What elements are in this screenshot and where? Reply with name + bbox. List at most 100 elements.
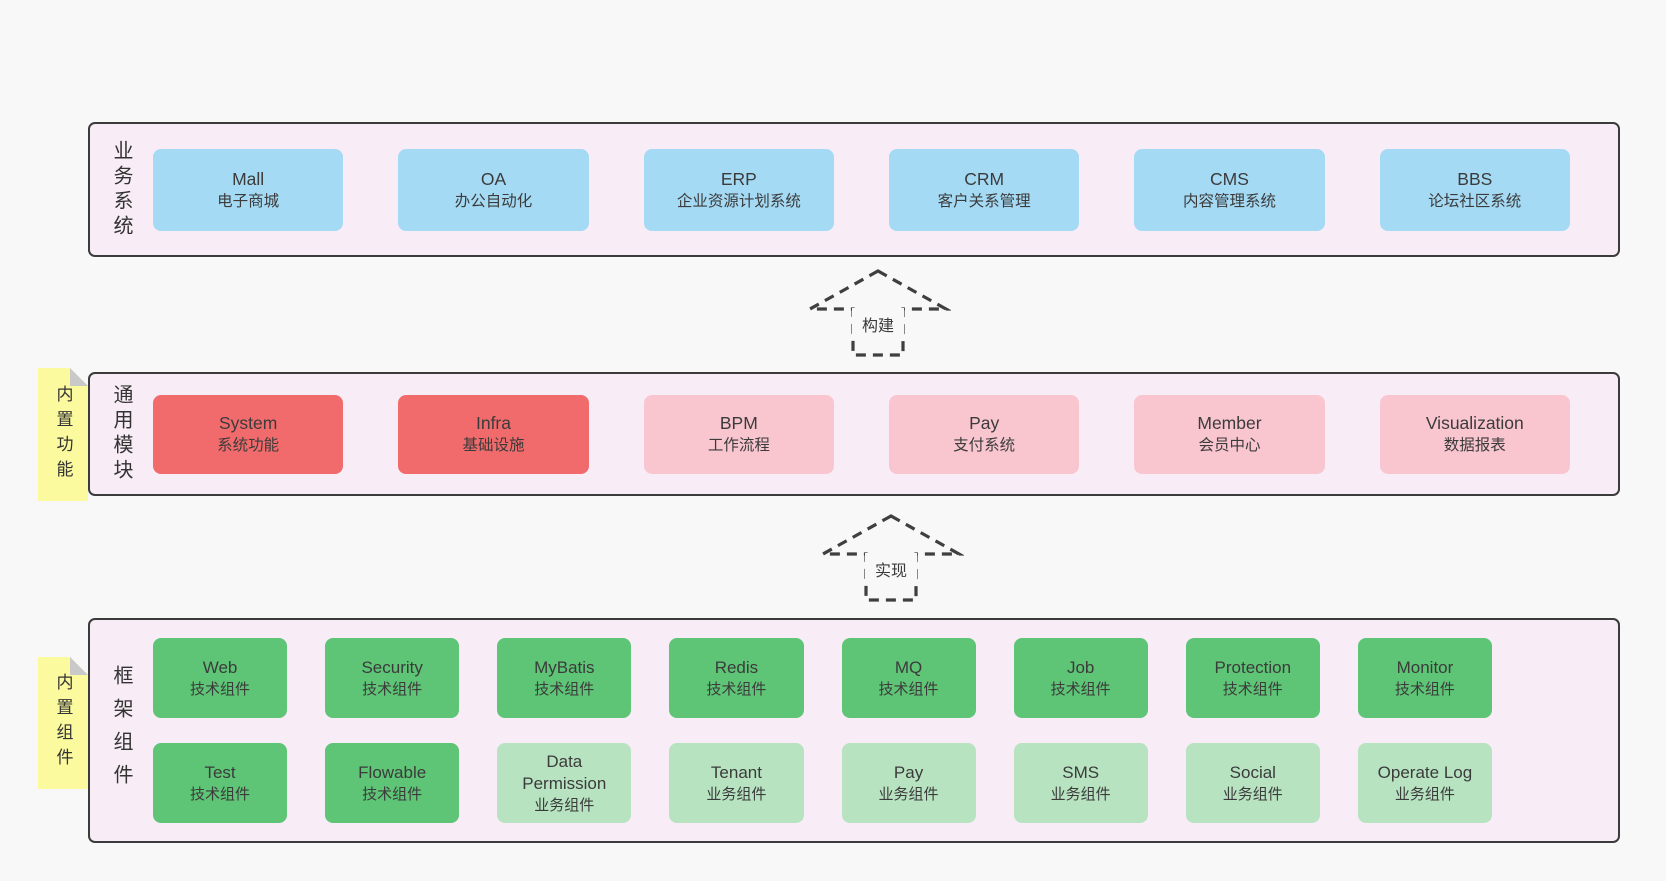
box-oa: OA 办公自动化 bbox=[398, 148, 589, 231]
box-security-desc: 技术组件 bbox=[362, 680, 423, 698]
box-data-permission: Data Permission 业务组件 bbox=[497, 743, 632, 823]
box-sms-name: SMS bbox=[1062, 762, 1100, 782]
box-protection: Protection 技术组件 bbox=[1185, 638, 1320, 718]
up-arrow-icon bbox=[805, 269, 951, 357]
box-flowable-desc: 技术组件 bbox=[362, 785, 423, 803]
box-pay-module: Pay 支付系统 bbox=[888, 394, 1080, 474]
box-erp: ERP 企业资源计划系统 bbox=[643, 148, 834, 231]
box-pay-component-desc: 业务组件 bbox=[878, 785, 939, 803]
box-infra: Infra 基础设施 bbox=[398, 394, 589, 474]
box-infra-desc: 基础设施 bbox=[462, 437, 525, 454]
arrow-implement-label: 实现 bbox=[865, 553, 917, 585]
box-bbs: BBS 论坛社区系统 bbox=[1379, 148, 1570, 231]
sticky-note-builtin-components: 内置组件 bbox=[38, 657, 88, 789]
box-bbs-name: BBS bbox=[1457, 168, 1493, 189]
box-pay-module-desc: 支付系统 bbox=[953, 437, 1016, 454]
box-pay-component: Pay 业务组件 bbox=[841, 743, 976, 823]
sticky-note-builtin-features: 内置功能 bbox=[38, 368, 88, 501]
box-operate-log-desc: 业务组件 bbox=[1394, 785, 1455, 803]
arrow-build: 构建 bbox=[805, 268, 951, 358]
box-mybatis-desc: 技术组件 bbox=[534, 680, 595, 698]
box-flowable-name: Flowable bbox=[358, 762, 427, 782]
box-bpm: BPM 工作流程 bbox=[643, 394, 834, 474]
box-system-desc: 系统功能 bbox=[217, 437, 280, 454]
box-tenant-desc: 业务组件 bbox=[706, 785, 767, 803]
box-security: Security 技术组件 bbox=[325, 638, 460, 718]
box-monitor-desc: 技术组件 bbox=[1394, 680, 1455, 698]
box-protection-desc: 技术组件 bbox=[1222, 680, 1283, 698]
box-job: Job 技术组件 bbox=[1013, 638, 1148, 718]
box-job-desc: 技术组件 bbox=[1050, 680, 1111, 698]
box-cms-desc: 内容管理系统 bbox=[1182, 192, 1276, 210]
box-pay-module-name: Pay bbox=[969, 413, 1000, 433]
box-flowable: Flowable 技术组件 bbox=[325, 743, 460, 823]
box-mall-name: Mall bbox=[232, 168, 265, 189]
box-bpm-name: BPM bbox=[719, 413, 758, 433]
box-erp-name: ERP bbox=[720, 168, 757, 189]
box-operate-log-name: Operate Log bbox=[1377, 762, 1473, 782]
common-modules-panel: 通用模块 System 系统功能 Infra 基础设施 BPM 工作流程 Pay… bbox=[88, 372, 1620, 496]
box-sms: SMS 业务组件 bbox=[1013, 743, 1148, 823]
business-systems-panel: 业务系统 Mall 电子商城 OA 办公自动化 ERP 企业资源计划系统 CRM… bbox=[88, 122, 1620, 257]
folded-corner-icon bbox=[70, 657, 88, 675]
note-features-label: 内置功能 bbox=[53, 384, 73, 485]
box-mq-name: MQ bbox=[894, 657, 923, 677]
box-infra-name: Infra bbox=[475, 413, 511, 433]
box-visualization-desc: 数据报表 bbox=[1443, 437, 1506, 454]
box-crm: CRM 客户关系管理 bbox=[888, 148, 1080, 231]
box-bbs-desc: 论坛社区系统 bbox=[1428, 192, 1522, 210]
box-redis: Redis 技术组件 bbox=[669, 638, 804, 718]
box-social: Social 业务组件 bbox=[1185, 743, 1320, 823]
box-web: Web 技术组件 bbox=[153, 638, 288, 718]
box-crm-desc: 客户关系管理 bbox=[937, 192, 1031, 210]
box-crm-name: CRM bbox=[964, 168, 1005, 189]
box-web-name: Web bbox=[202, 657, 238, 677]
box-test-name: Test bbox=[204, 762, 236, 782]
box-operate-log: Operate Log 业务组件 bbox=[1357, 743, 1492, 823]
box-member-desc: 会员中心 bbox=[1198, 437, 1261, 454]
business-box-row: Mall 电子商城 OA 办公自动化 ERP 企业资源计划系统 CRM 客户关系… bbox=[153, 124, 1618, 255]
box-protection-name: Protection bbox=[1214, 657, 1292, 677]
box-tenant-name: Tenant bbox=[710, 762, 762, 782]
box-job-name: Job bbox=[1066, 657, 1095, 677]
folded-corner-icon bbox=[70, 368, 88, 386]
box-visualization-name: Visualization bbox=[1425, 413, 1524, 433]
box-web-desc: 技术组件 bbox=[190, 680, 251, 698]
box-system-name: System bbox=[218, 413, 278, 433]
up-arrow-icon bbox=[818, 514, 964, 602]
box-test: Test 技术组件 bbox=[153, 743, 288, 823]
box-cms-name: CMS bbox=[1210, 168, 1249, 189]
box-social-desc: 业务组件 bbox=[1222, 785, 1283, 803]
box-data-permission-desc: 业务组件 bbox=[534, 796, 595, 814]
framework-components-panel: 框架组件 Web 技术组件 Security 技术组件 MyBatis 技术组件… bbox=[88, 618, 1620, 843]
modules-box-row: System 系统功能 Infra 基础设施 BPM 工作流程 Pay 支付系统… bbox=[153, 374, 1618, 494]
box-visualization: Visualization 数据报表 bbox=[1379, 394, 1570, 474]
box-mybatis-name: MyBatis bbox=[534, 657, 595, 677]
box-mall: Mall 电子商城 bbox=[153, 148, 344, 231]
box-mybatis: MyBatis 技术组件 bbox=[497, 638, 632, 718]
box-bpm-desc: 工作流程 bbox=[707, 437, 770, 454]
panel-label-framework: 框架组件 bbox=[110, 664, 132, 797]
box-sms-desc: 业务组件 bbox=[1050, 785, 1111, 803]
arrow-build-label: 构建 bbox=[852, 308, 904, 340]
box-member: Member 会员中心 bbox=[1134, 394, 1325, 474]
box-tenant: Tenant 业务组件 bbox=[669, 743, 804, 823]
panel-label-business: 业务系统 bbox=[110, 139, 132, 240]
framework-box-grid: Web 技术组件 Security 技术组件 MyBatis 技术组件 Redi… bbox=[153, 620, 1618, 841]
note-components-label: 内置组件 bbox=[53, 673, 73, 773]
box-social-name: Social bbox=[1229, 762, 1276, 782]
box-mq-desc: 技术组件 bbox=[878, 680, 939, 698]
box-system: System 系统功能 bbox=[153, 394, 344, 474]
arrow-implement: 实现 bbox=[818, 513, 964, 603]
box-monitor: Monitor 技术组件 bbox=[1357, 638, 1492, 718]
box-member-name: Member bbox=[1197, 413, 1262, 433]
box-cms: CMS 内容管理系统 bbox=[1134, 148, 1325, 231]
box-mq: MQ 技术组件 bbox=[841, 638, 976, 718]
box-redis-desc: 技术组件 bbox=[706, 680, 767, 698]
box-test-desc: 技术组件 bbox=[190, 785, 251, 803]
box-mall-desc: 电子商城 bbox=[217, 192, 280, 210]
box-oa-desc: 办公自动化 bbox=[454, 192, 533, 210]
panel-label-modules: 通用模块 bbox=[110, 384, 132, 484]
box-erp-desc: 企业资源计划系统 bbox=[676, 192, 801, 210]
box-data-permission-name: Data Permission bbox=[522, 751, 607, 793]
